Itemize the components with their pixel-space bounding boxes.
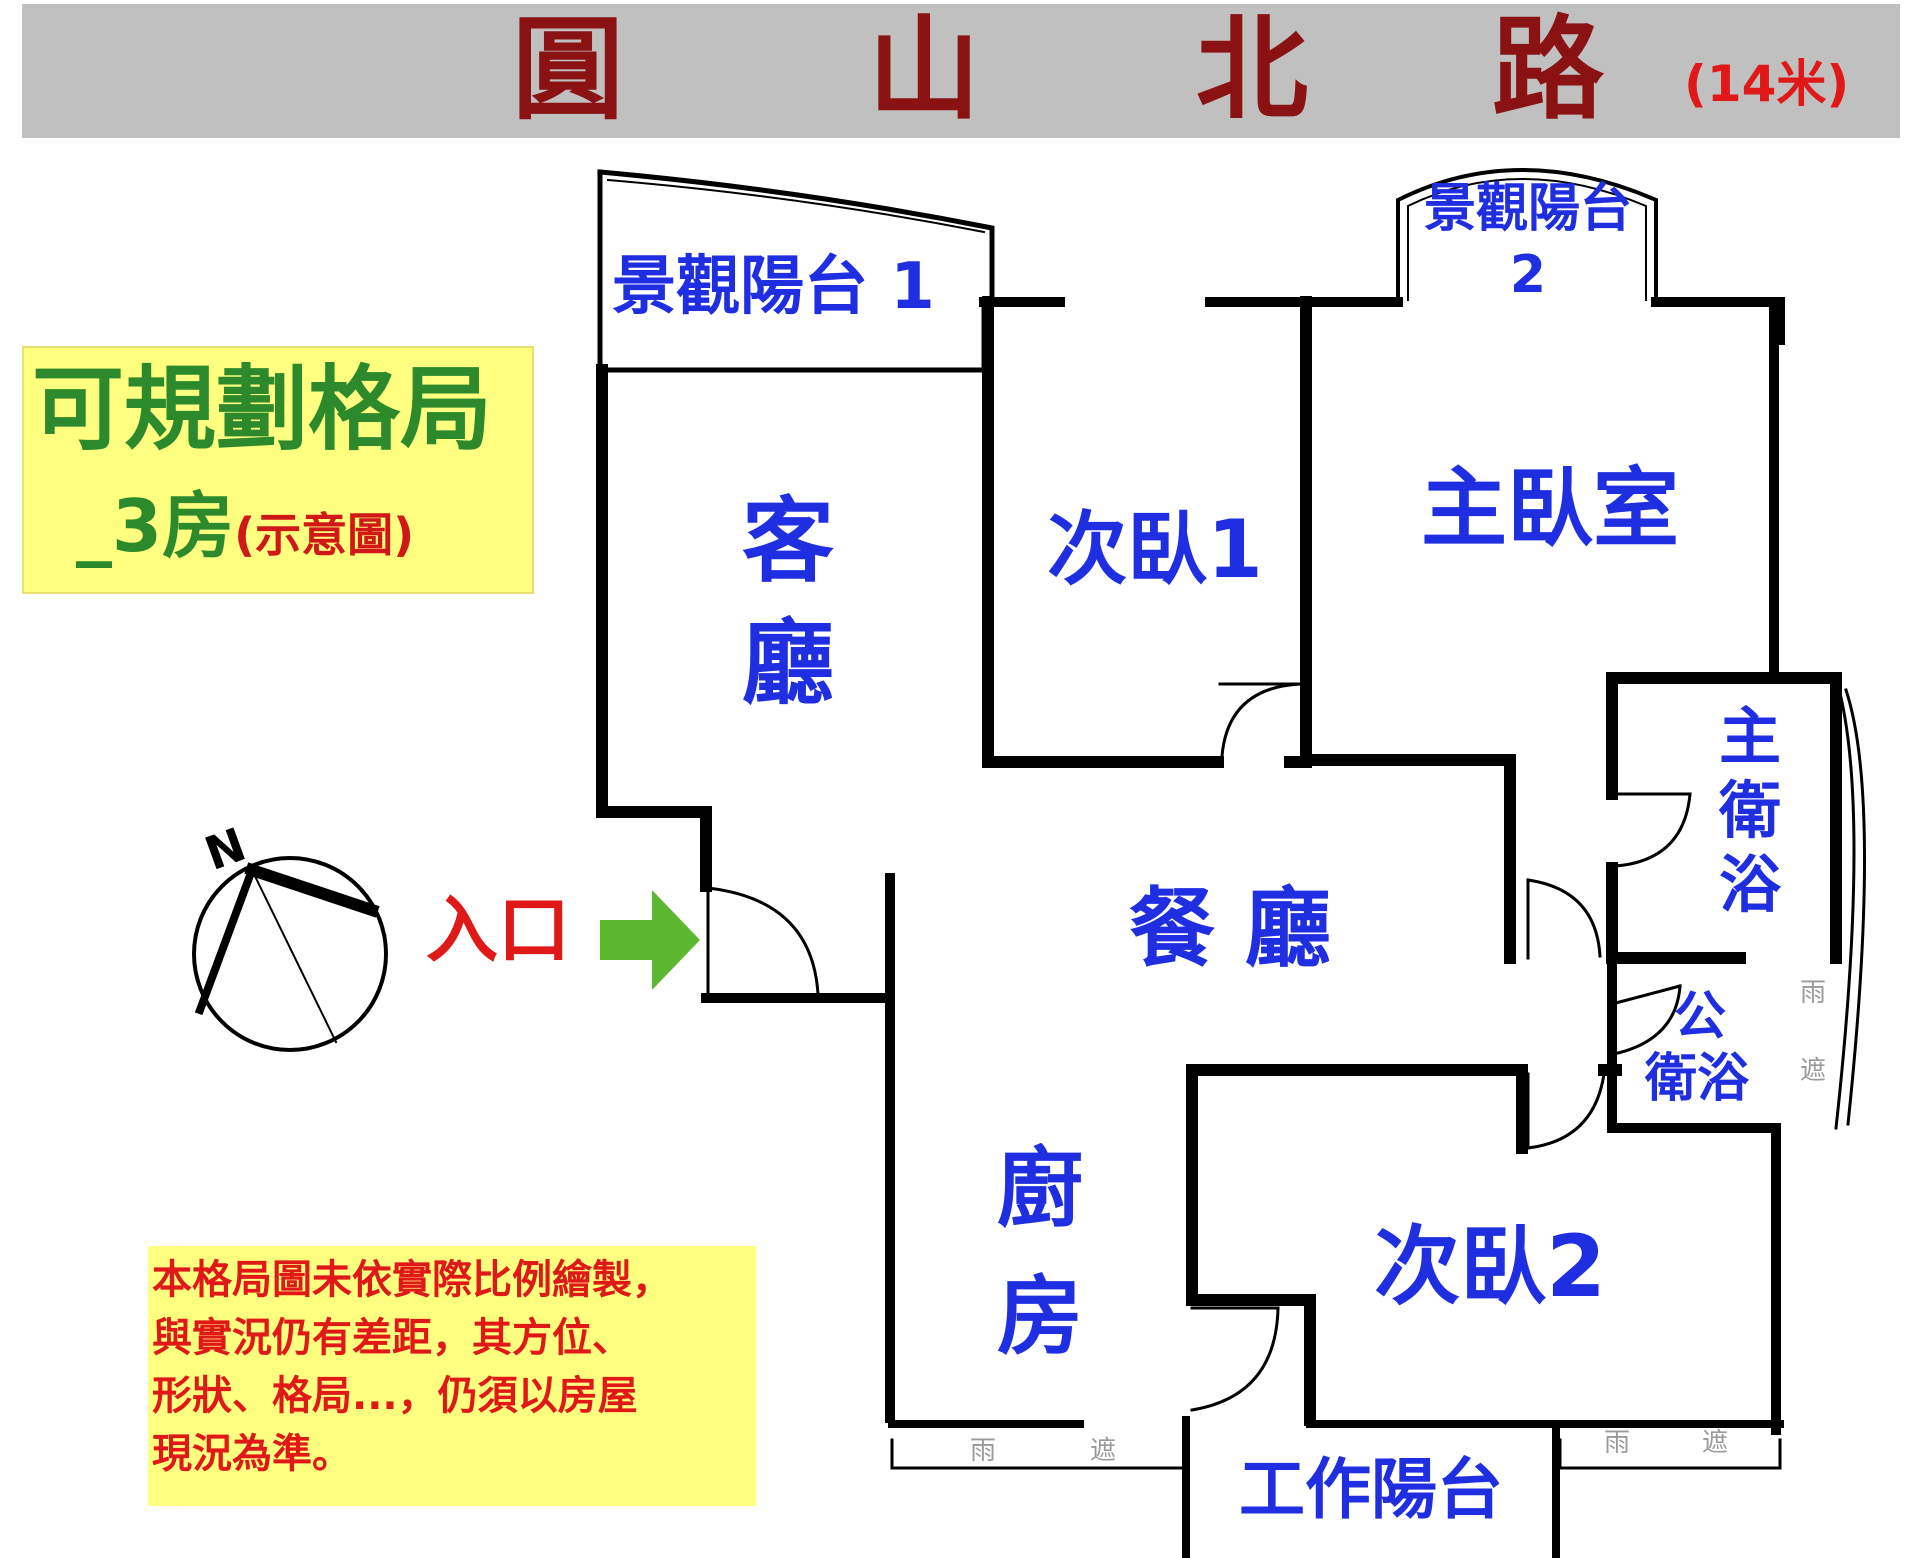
room-dining: 餐 廳 [1129,879,1331,979]
room-living-char2: 廳 [741,610,834,717]
entrance-label: 入口 [426,888,571,972]
rain-shelter-right [1558,1438,1782,1470]
road-name-char-4: 路 [1492,5,1604,135]
road-banner [22,4,1900,138]
room-kitchen-char1: 廚 [997,1139,1083,1239]
room-balcony2-line2: 2 [1509,245,1547,305]
room-balcony2-line1: 景觀陽台 [1423,179,1632,239]
room-bedroom2: 次臥2 [1374,1217,1606,1317]
rain-label-right-1: 雨 [1604,1428,1631,1458]
layout-note: 可規劃格局 _3房(示意圖) [22,346,534,594]
road-name-char-3: 北 [1196,5,1308,135]
disclaimer-box: 本格局圖未依實際比例繪製， 與實況仍有差距，其方位、 形狀、格局...，仍須以房… [148,1246,756,1506]
rain-label-right-2: 遮 [1702,1428,1729,1458]
road-name-char-1: 圓 [512,5,624,135]
room-utility-balcony: 工作陽台 [1239,1451,1503,1528]
layout-note-title: 可規劃格局 [32,356,493,463]
rain-shelter-left [890,1438,1186,1470]
entrance-arrow-icon [600,890,700,990]
balcony2-outline [1396,168,1658,304]
rain-label-left-2: 遮 [1090,1436,1117,1466]
door-kitchen [1190,1306,1280,1412]
road-name-char-2: 山 [868,5,980,135]
door-bedroom1 [1218,682,1302,758]
disclaimer-line-1: 本格局圖未依實際比例繪製， [152,1257,672,1303]
room-public-bath-char2: 衛浴 [1644,1049,1749,1109]
room-bedroom1: 次臥1 [1047,503,1263,596]
bay-window [1834,676,1867,1130]
room-master-bath-char3: 浴 [1718,848,1781,921]
wall-bedroom3 [1186,1064,1622,1426]
wall-living-west [596,364,712,892]
door-master-bath [1610,792,1692,868]
rain-label-side-2: 遮 [1800,1056,1827,1086]
disclaimer-line-3: 形狀、格局...，仍須以房屋 [152,1373,638,1419]
room-public-bath-char1: 公 [1673,987,1726,1047]
room-master-bath-char2: 衛 [1718,774,1781,847]
wall-bedroom1-east [1300,296,1516,964]
disclaimer-line-4: 現況為準。 [152,1431,352,1477]
disclaimer-line-2: 與實況仍有差距，其方位、 [152,1315,632,1361]
room-master-bath-char1: 主 [1718,700,1781,773]
room-master-bedroom: 主臥室 [1421,459,1679,559]
rain-label-side-1: 雨 [1800,978,1827,1008]
wall-top-middle [979,297,1785,345]
door-bedroom3 [1526,1072,1606,1150]
rain-label-left-1: 雨 [970,1436,997,1466]
room-balcony1: 景觀陽台 1 [612,250,935,324]
room-kitchen-char2: 房 [997,1267,1083,1367]
layout-note-schematic: (示意圖) [234,508,415,562]
utility-balcony [1182,1416,1560,1558]
layout-note-subtitle: _3房(示意圖) [76,486,414,575]
door-master [1526,878,1602,960]
road-width-label: (14米) [1684,55,1850,113]
layout-note-rooms: _3房 [76,484,235,568]
door-entrance [706,886,820,998]
compass-icon [192,856,388,1052]
room-living-char1: 客 [741,488,834,595]
door-public-bath [1610,984,1682,1056]
